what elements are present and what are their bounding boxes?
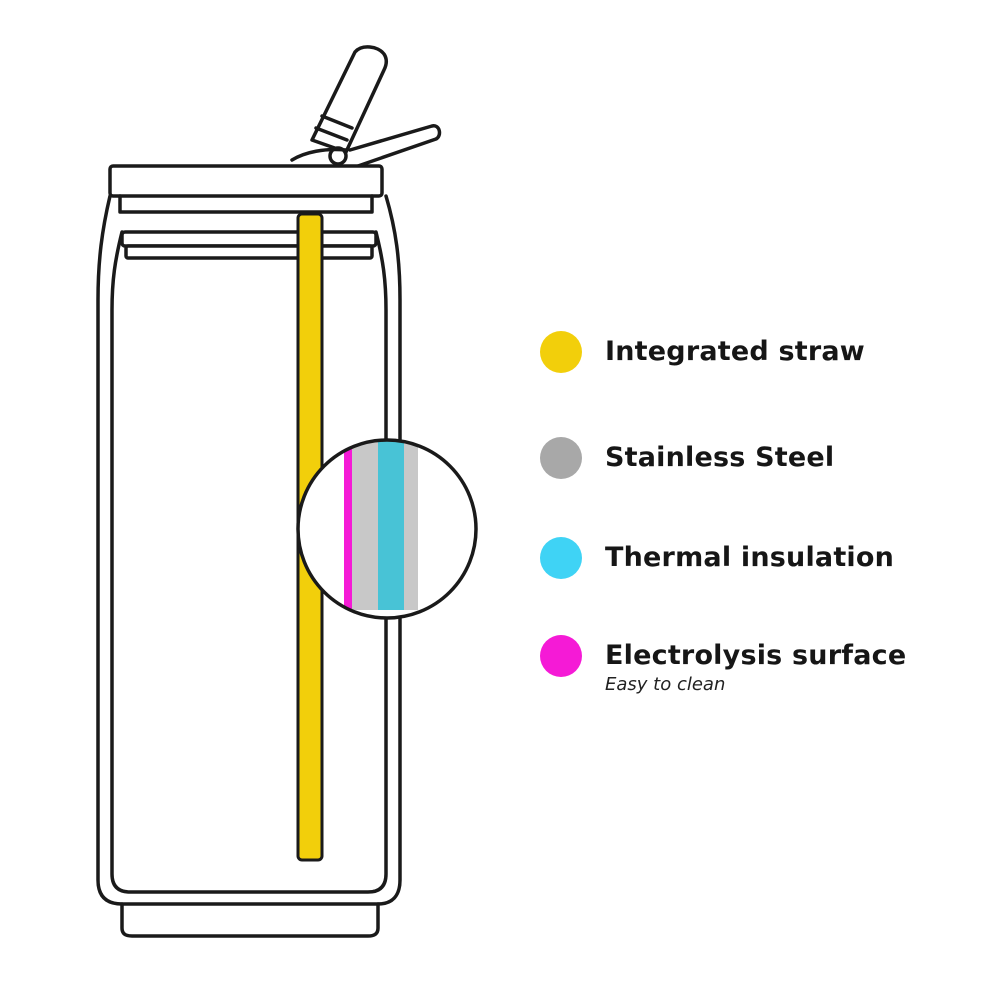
legend-label: Integrated straw	[605, 336, 865, 367]
bottle-inner-wall	[110, 230, 388, 894]
lid-cap	[108, 164, 384, 198]
wall-cross-section-magnifier	[296, 438, 478, 620]
lid-hinge-arm	[290, 124, 442, 168]
legend-item-thermal-insulation: Thermal insulation	[530, 528, 970, 588]
bottle-base	[120, 902, 380, 938]
legend-sublabel: Easy to clean	[605, 674, 726, 695]
legend-item-integrated-straw: Integrated straw	[530, 322, 970, 382]
insulation-layer	[378, 440, 404, 610]
legend-dot-icon	[540, 437, 582, 479]
legend: Integrated straw Stainless Steel Thermal…	[530, 0, 970, 995]
electrolysis-layer	[344, 440, 352, 610]
legend-dot-icon	[540, 537, 582, 579]
lid-band	[118, 194, 374, 214]
legend-label: Electrolysis surface	[605, 640, 907, 671]
legend-label: Stainless Steel	[605, 442, 835, 473]
straw-mouthpiece	[310, 45, 389, 154]
legend-item-electrolysis-surface: Electrolysis surface Easy to clean	[530, 626, 970, 695]
lid-ring-lower	[124, 244, 374, 260]
bottle-outer-wall	[96, 194, 402, 906]
outer-steel-layer	[404, 440, 418, 610]
legend-label: Thermal insulation	[605, 542, 895, 573]
lid-ring-upper	[120, 230, 378, 248]
legend-item-stainless-steel: Stainless Steel	[530, 428, 970, 488]
inner-steel-layer	[352, 440, 378, 610]
legend-dot-icon	[540, 635, 582, 677]
legend-dot-icon	[540, 331, 582, 373]
